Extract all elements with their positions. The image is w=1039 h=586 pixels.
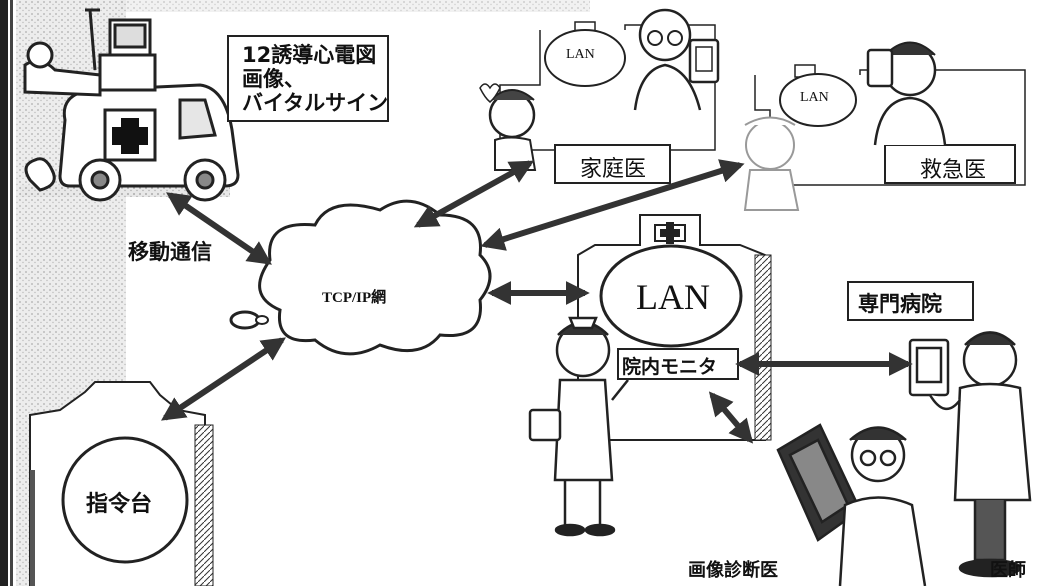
- in-hospital-monitor-label: 院内モニタ: [622, 356, 718, 378]
- dispatch-label: 指令台: [86, 492, 153, 517]
- imaging-doctor-illustration: [776, 423, 927, 586]
- hospital-nurse-illustration: [528, 316, 629, 537]
- emergency-doctor-station: [743, 41, 1026, 211]
- connection-arrows: [161, 159, 913, 444]
- tcp-ip-cloud: [258, 199, 492, 356]
- network-label: TCP/IP網: [322, 290, 387, 306]
- emergency-doctor-label: 救急医: [920, 158, 987, 183]
- family-doctor-label: 家庭医: [580, 157, 647, 182]
- dispatch-circle: [61, 436, 189, 564]
- arrow-monitor-imaging: [708, 391, 754, 444]
- arrow-dispatch-network: [161, 337, 286, 421]
- ambulance-info-line1: 12誘導心電図: [242, 43, 377, 67]
- arrow-network-family-doctor: [413, 160, 535, 228]
- dispatch-building: [29, 381, 214, 586]
- mobile-comm-label: 移動通信: [128, 240, 212, 264]
- specialty-hospital-label: 専門病院: [858, 292, 942, 316]
- ambulance-info-box: [227, 35, 389, 122]
- family-doctor-station: [479, 8, 720, 184]
- emergency-lan-label: LAN: [800, 90, 829, 105]
- specialty-hospital-box: [847, 281, 974, 321]
- arrow-network-emergency-doctor: [480, 159, 745, 251]
- family-lan-label: LAN: [566, 47, 595, 62]
- left-border: [0, 0, 8, 586]
- specialist-physician-illustration: [847, 281, 1032, 578]
- arrow-ambulance-network: [166, 192, 272, 265]
- ambulance-info-line3: バイタルサイン: [242, 91, 389, 115]
- ambulance-info-line2: 画像、: [242, 67, 305, 91]
- imaging-doctor-label: 画像診断医: [688, 560, 778, 581]
- hospital-lan-label: LAN: [636, 277, 710, 317]
- physician-label: 医師: [990, 560, 1026, 581]
- in-hospital-monitor-box: [617, 348, 739, 380]
- ambulance-illustration: [23, 8, 240, 202]
